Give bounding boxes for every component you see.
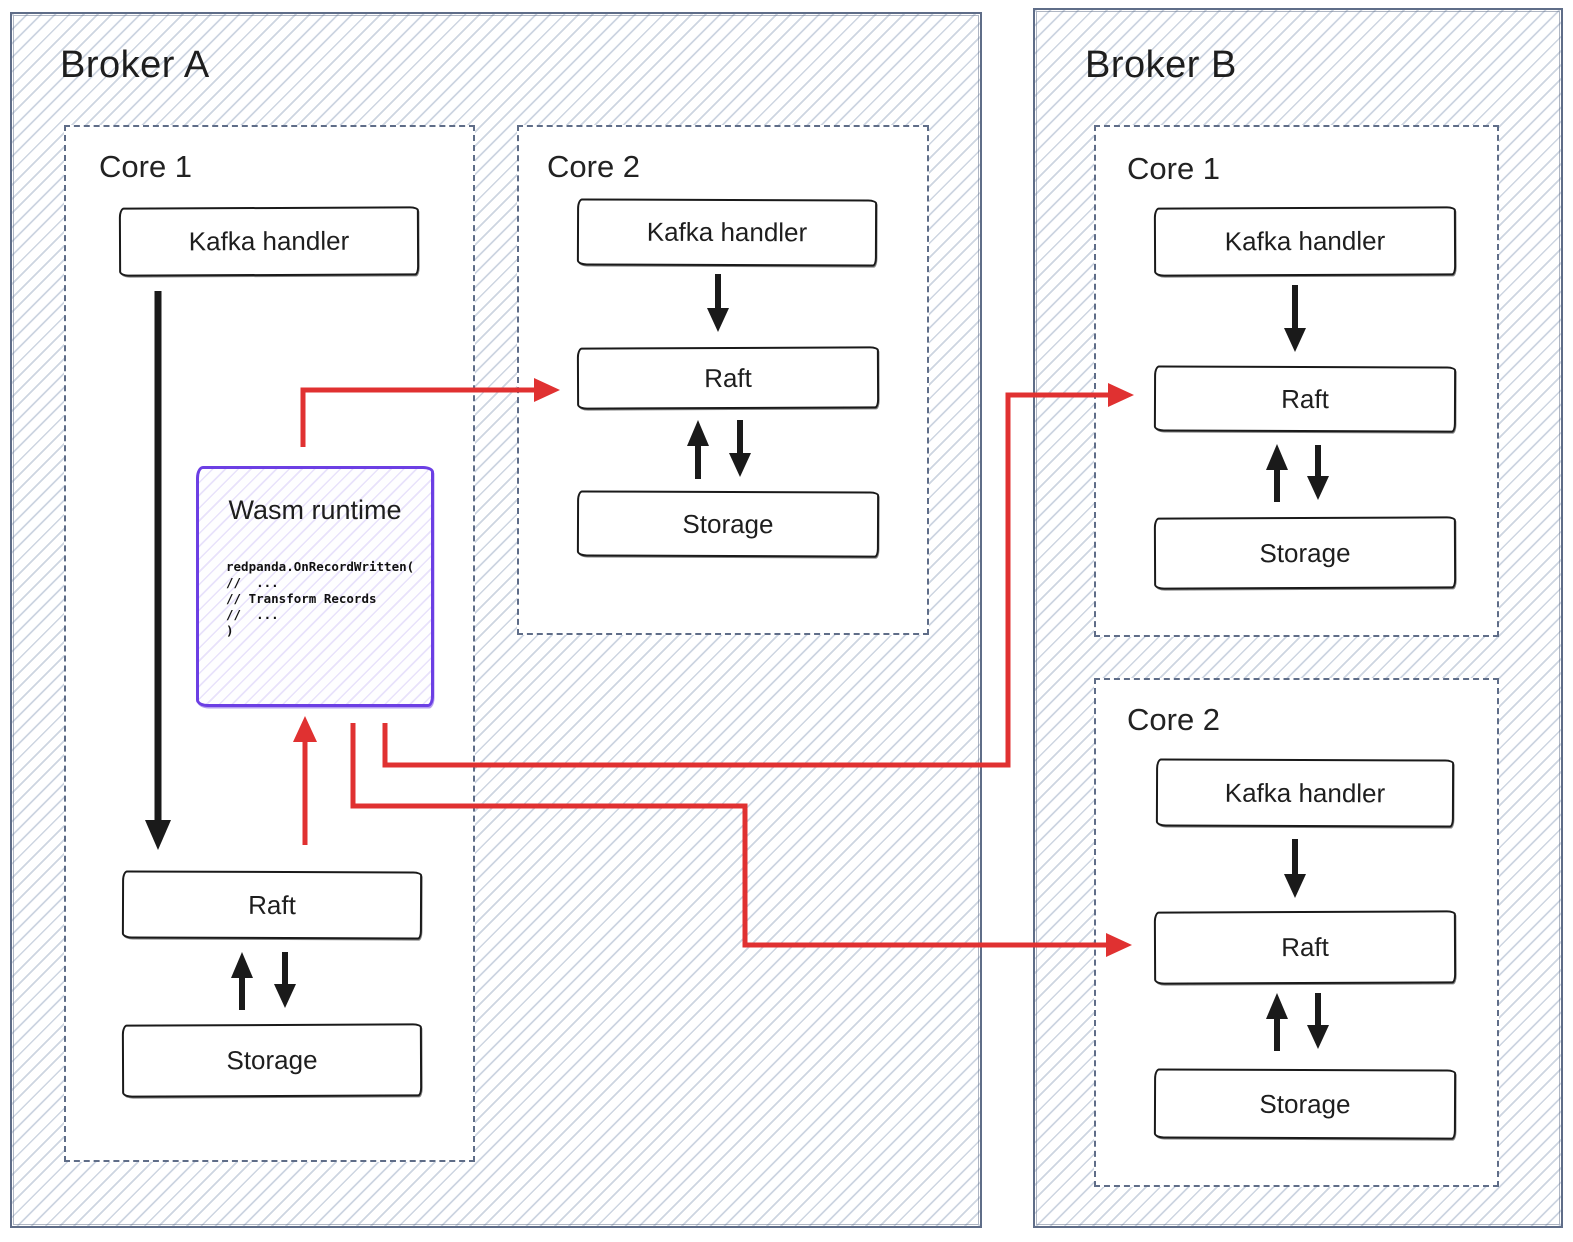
node-label: Kafka handler bbox=[1224, 777, 1386, 808]
node-label: Kafka handler bbox=[188, 225, 350, 257]
broker-b-title: Broker B bbox=[1085, 44, 1237, 86]
node-label: Storage bbox=[226, 1044, 318, 1076]
node-label: Raft bbox=[1281, 383, 1329, 414]
broker-a-core-1-title: Core 1 bbox=[99, 149, 193, 184]
node-raft-a1: Raft bbox=[121, 870, 423, 940]
broker-a-core-2: Core 2 Kafka handler Raft Storage bbox=[517, 125, 929, 635]
node-raft-b1: Raft bbox=[1153, 365, 1457, 433]
code-line: // Transform Records bbox=[226, 591, 377, 606]
code-line: // ... bbox=[226, 575, 279, 590]
broker-b-core-2-title: Core 2 bbox=[1127, 702, 1221, 737]
node-storage-b1: Storage bbox=[1153, 516, 1457, 590]
node-raft-b2: Raft bbox=[1153, 910, 1457, 985]
node-label: Kafka handler bbox=[1224, 225, 1386, 257]
node-kafka-handler-a2: Kafka handler bbox=[576, 198, 878, 267]
broker-b-core-1-title: Core 1 bbox=[1127, 151, 1221, 186]
node-kafka-handler-b1: Kafka handler bbox=[1153, 206, 1457, 277]
wasm-code-snippet: redpanda.OnRecordWritten( // ... // Tran… bbox=[226, 559, 414, 639]
node-label: Raft bbox=[1281, 931, 1329, 963]
node-label: Storage bbox=[1259, 537, 1351, 568]
broker-a-core-1: Core 1 Kafka handler Wasm runtime redpan… bbox=[64, 125, 475, 1162]
node-label: Kafka handler bbox=[646, 216, 808, 248]
node-kafka-handler-a1: Kafka handler bbox=[118, 206, 420, 277]
node-kafka-handler-b2: Kafka handler bbox=[1155, 758, 1455, 828]
broker-a-title: Broker A bbox=[60, 44, 210, 86]
broker-a-container: Broker A Core 1 Kafka handler Wasm runti… bbox=[10, 12, 982, 1228]
broker-a-core-2-title: Core 2 bbox=[547, 149, 641, 184]
wasm-runtime-node: Wasm runtime redpanda.OnRecordWritten( /… bbox=[196, 466, 434, 707]
node-label: Storage bbox=[682, 508, 774, 539]
broker-b-core-2: Core 2 Kafka handler Raft Storage bbox=[1094, 678, 1499, 1187]
node-storage-a2: Storage bbox=[576, 490, 880, 558]
code-line: ) bbox=[226, 623, 234, 638]
node-label: Storage bbox=[1259, 1088, 1351, 1119]
node-storage-a1: Storage bbox=[121, 1023, 423, 1098]
code-line: redpanda.OnRecordWritten( bbox=[226, 559, 415, 574]
wasm-runtime-title: Wasm runtime bbox=[228, 495, 402, 525]
node-raft-a2: Raft bbox=[576, 346, 880, 410]
broker-b-container: Broker B Core 1 Kafka handler Raft Stora… bbox=[1033, 8, 1563, 1228]
node-label: Raft bbox=[248, 889, 296, 920]
broker-b-core-1: Core 1 Kafka handler Raft Storage bbox=[1094, 125, 1499, 637]
code-line: // ... bbox=[226, 607, 279, 622]
node-storage-b2: Storage bbox=[1153, 1068, 1457, 1140]
node-label: Raft bbox=[704, 362, 752, 393]
